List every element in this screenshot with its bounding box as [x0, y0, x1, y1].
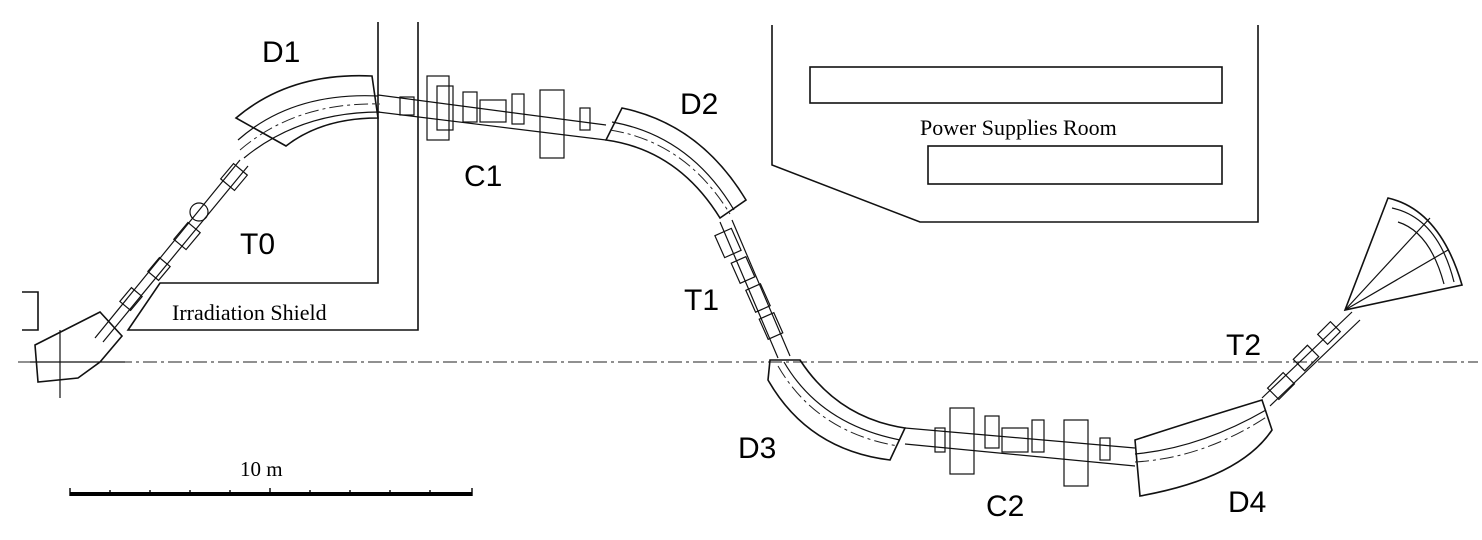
irradiation-shield-walls	[22, 22, 419, 331]
label-d2: D2	[680, 88, 718, 121]
c1-components	[399, 75, 591, 159]
dipole-d4	[1134, 399, 1273, 497]
power-supplies-room	[771, 25, 1259, 223]
label-c1: C1	[464, 160, 502, 193]
dipole-d3	[767, 359, 907, 461]
label-d1: D1	[262, 36, 300, 69]
dipole-d1	[234, 74, 381, 159]
power-supplies-room-label: Power Supplies Room	[920, 115, 1117, 140]
scale-bar: 10 m	[69, 457, 473, 496]
label-t1: T1	[684, 284, 719, 317]
label-t0: T0	[240, 228, 275, 261]
label-d3: D3	[738, 432, 776, 465]
label-c2: C2	[986, 490, 1024, 523]
fan-detector	[1343, 197, 1464, 312]
dipole-d2	[604, 107, 748, 220]
t2-components	[1266, 320, 1342, 401]
c2-components	[934, 407, 1111, 487]
beam-pipe	[94, 94, 1361, 467]
t1-components	[714, 227, 784, 341]
label-d4: D4	[1228, 486, 1266, 519]
irradiation-shield-label: Irradiation Shield	[172, 300, 327, 325]
start-target-assembly	[30, 311, 125, 398]
label-t2: T2	[1226, 329, 1261, 362]
power-supply-rack-2	[927, 145, 1223, 185]
scale-bar-label: 10 m	[240, 457, 283, 481]
t0-components	[119, 162, 249, 312]
power-supply-rack-1	[809, 66, 1223, 104]
